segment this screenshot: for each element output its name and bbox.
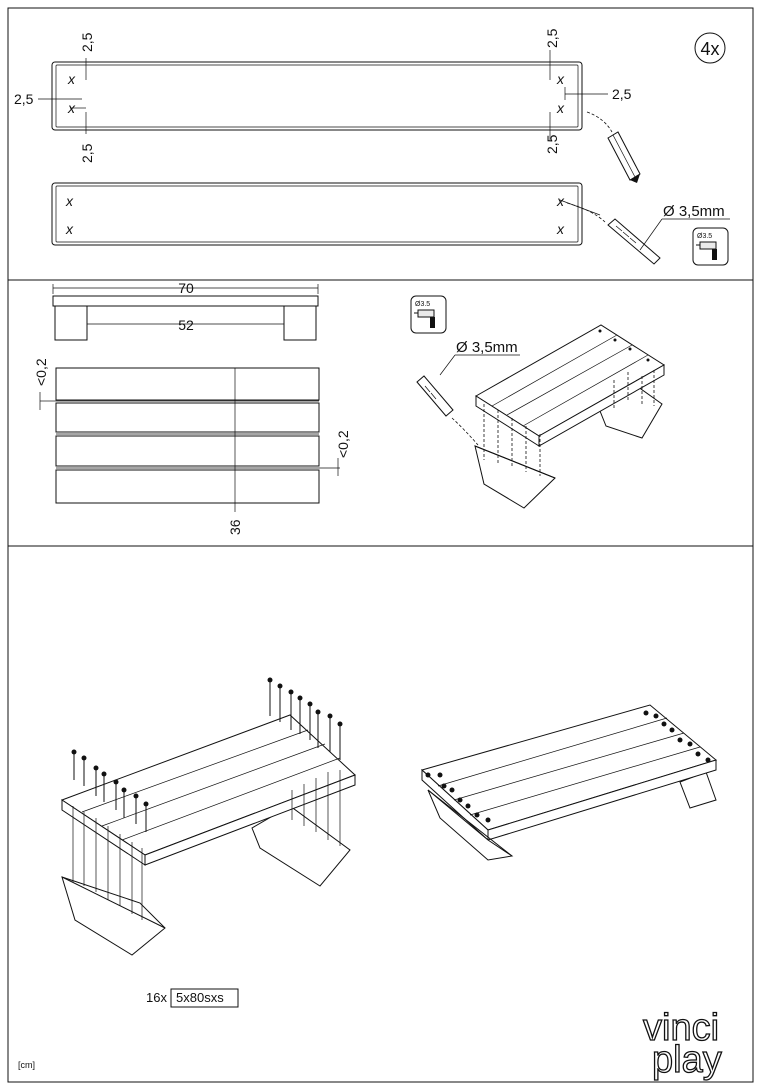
dim-offset-bottom-right: 2,5 [544,134,560,154]
drill-tool-icon: Ø3.5 [692,227,729,266]
dim-leg-spacing: 52 [178,317,194,333]
pencil-icon [586,111,641,183]
plank-bottom-view: x x x x [51,182,583,246]
brand-logo: vinci play [642,1006,722,1081]
panel-1: x x x x 2,5 2,5 2,5 2,5 2,5 2,5 4x [14,28,730,266]
svg-text:x: x [65,221,74,237]
dim-width: 36 [227,519,243,535]
svg-text:x: x [556,100,565,116]
drill-diameter-label-2: Ø 3,5mm [456,339,518,356]
drill-diameter-label: Ø 3,5mm [663,203,725,220]
outer-frame [7,7,754,1083]
dim-gap-side: <0,2 [335,430,351,458]
drill-icon-label: Ø3.5 [697,233,712,240]
dim-offset-left: 2,5 [14,91,34,107]
bench-isometric-drilling [474,324,665,509]
panel-3: 16x 5x80sxs [60,677,718,1008]
svg-text:x: x [67,71,76,87]
dim-offset-top-right: 2,5 [544,28,560,48]
dim-length: 70 [178,280,194,296]
quantity-badge [694,32,726,64]
screw-spec-box [170,988,239,1008]
svg-text:x: x [556,71,565,87]
drill-tool-icon-2: Ø3.5 [410,295,447,334]
bench-isometric-screwing [60,677,356,956]
drill-bit-icon-2 [416,354,520,446]
dim-offset-bottom-left: 2,5 [79,143,95,163]
drill-bit-icon [559,199,730,265]
dim-offset-right: 2,5 [612,86,632,102]
top-view [39,367,340,512]
drill-icon-label-2: Ø3.5 [415,301,430,308]
brand-line-1: vinci [643,1007,719,1049]
front-view [52,284,319,341]
svg-text:x: x [556,193,565,209]
quantity-label: 4x [700,39,719,59]
panel-2: 70 52 <0,2 <0,2 36 Ø3.5 [33,280,665,535]
dim-gap-top: <0,2 [33,358,49,386]
svg-text:x: x [556,221,565,237]
brand-line-2: play [652,1039,722,1081]
svg-text:x: x [65,193,74,209]
screw-quantity: 16x [146,990,167,1005]
unit-label: [cm] [18,1060,35,1070]
plank-top-view: x x x x [38,50,608,140]
dim-offset-top-left: 2,5 [79,32,95,52]
bench-isometric-assembled [420,704,718,861]
screw-spec: 5x80sxs [176,990,224,1005]
